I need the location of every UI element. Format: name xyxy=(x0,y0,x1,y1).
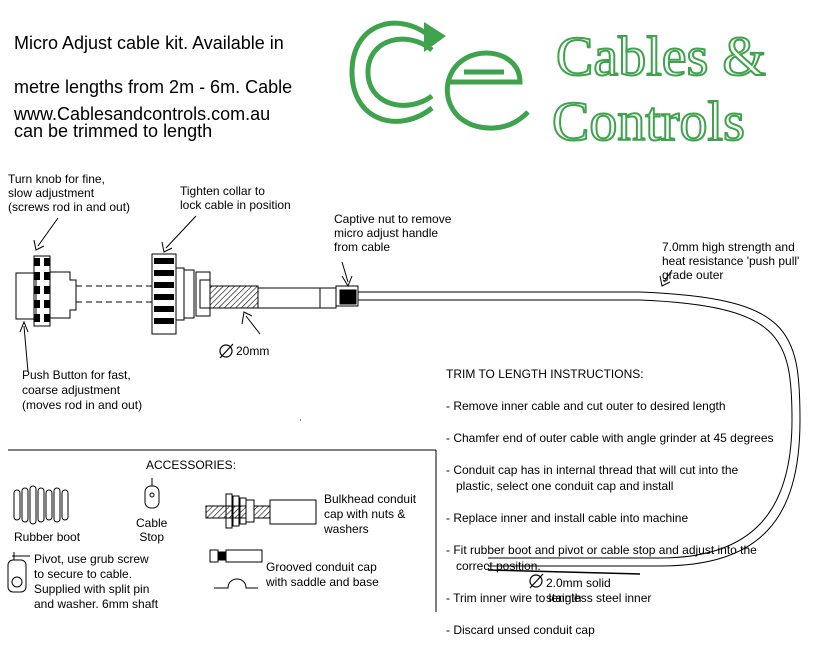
cable-stop-icon xyxy=(144,478,160,509)
grooved-cap-label: Grooved conduit cap with saddle and base xyxy=(266,560,379,589)
trim-step: - Discard unsed conduit cap xyxy=(446,623,595,637)
diameter-callout: 20mm xyxy=(236,344,270,358)
header-line-3: can be trimmed to length xyxy=(14,121,213,141)
collar-callout: Tighten collar to lock cable in position xyxy=(180,184,291,212)
rubber-boot-icon xyxy=(13,485,69,525)
captive-nut-callout: Captive nut to remove micro adjust handl… xyxy=(334,212,452,254)
trim-step: - Conduit cap has in internal thread tha… xyxy=(446,463,739,493)
bulkhead-cap-icon xyxy=(205,493,317,529)
trim-instructions: TRIM TO LENGTH INSTRUCTIONS: - Remove in… xyxy=(446,350,776,654)
trim-step: - Chamfer end of outer cable with angle … xyxy=(446,431,774,445)
diagram-art: Cables & Controls xyxy=(7,20,801,612)
outer-cable xyxy=(358,291,801,575)
accessories-title: ACCESSORIES: xyxy=(146,458,237,472)
logo-line-1: Cables & xyxy=(556,26,766,88)
push-button-callout: Push Button for fast, coarse adjustment … xyxy=(22,368,143,412)
outer-callout: 7.0mm high strength and heat resistance … xyxy=(662,240,800,282)
accessories-box xyxy=(8,419,437,612)
trim-step: - Replace inner and install cable into m… xyxy=(446,511,689,525)
logo-monogram xyxy=(349,20,530,131)
inner-callout: 2.0mm solid stainless steel inner xyxy=(546,576,652,605)
trim-step: - Fit rubber boot and pivot or cable sto… xyxy=(446,543,757,573)
trim-title: TRIM TO LENGTH INSTRUCTIONS: xyxy=(446,367,644,381)
trim-step: - Trim inner wire to length xyxy=(446,591,582,605)
header-line-2: metre lengths from 2m - 6m. Cable xyxy=(14,77,293,97)
pivot-label: Pivot, use grub screw to secure to cable… xyxy=(34,552,159,611)
logo-line-2: Controls xyxy=(552,91,745,153)
knob-callout: Turn knob for fine, slow adjustment (scr… xyxy=(8,172,131,214)
header-description: Micro Adjust cable kit. Available in met… xyxy=(14,10,292,164)
bulkhead-label: Bulkhead conduit cap with nuts & washers xyxy=(324,492,417,536)
trim-step: - Remove inner cable and cut outer to de… xyxy=(446,399,726,413)
logo: Cables & Controls xyxy=(349,20,767,154)
grooved-cap-icon xyxy=(209,549,263,589)
callout-arrows xyxy=(19,215,673,373)
website-url[interactable]: www.Cablesandcontrols.com.au xyxy=(14,104,271,124)
push-button xyxy=(15,272,37,320)
header-line-1: Micro Adjust cable kit. Available in xyxy=(14,33,284,53)
handle-assembly xyxy=(15,253,359,335)
rubber-boot-label: Rubber boot xyxy=(14,530,81,544)
cable-stop-label: Cable Stop xyxy=(136,516,168,544)
pivot-icon xyxy=(7,552,30,593)
diameter-icon xyxy=(219,343,544,589)
